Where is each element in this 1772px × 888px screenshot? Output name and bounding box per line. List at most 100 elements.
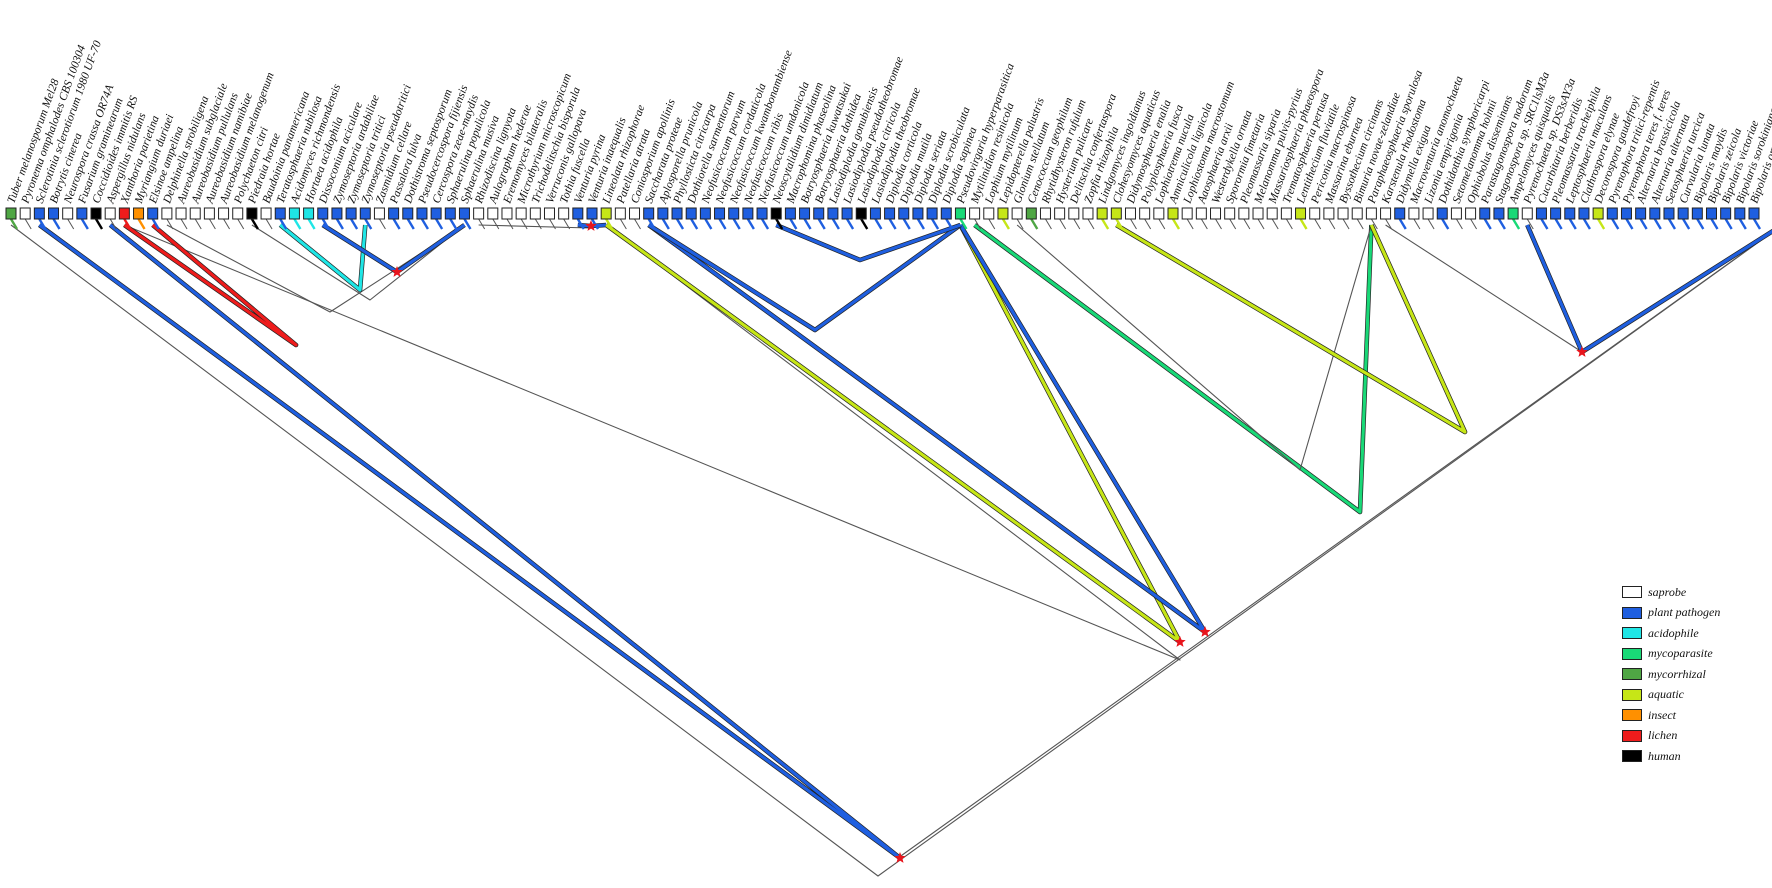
tip-branch (223, 218, 230, 230)
tip-branch (1215, 218, 1222, 230)
tip-branch (420, 218, 429, 230)
taxon-trait-box (1691, 207, 1703, 220)
legend-swatch (1622, 688, 1642, 701)
taxon-trait-box (33, 207, 45, 220)
tip-branch (860, 218, 869, 230)
node-star-marker (894, 852, 906, 863)
taxon-trait-box (260, 207, 272, 220)
taxon-trait-box (1025, 207, 1037, 220)
tip-branch (590, 218, 600, 230)
tip-branch (406, 218, 415, 230)
taxon-trait-box (1110, 207, 1122, 220)
tip-branch (321, 218, 330, 230)
taxon-trait-box (643, 207, 655, 220)
taxon-trait-box (1337, 207, 1349, 220)
taxon-trait-box (303, 207, 315, 220)
node-markers (391, 220, 1588, 863)
tip-branch (1328, 218, 1336, 230)
taxon-trait-box (1479, 207, 1491, 220)
taxon-trait-box (487, 207, 499, 220)
clade-branch (604, 223, 1183, 645)
tip-branch (1667, 218, 1677, 230)
clade-branch (973, 223, 1374, 515)
tip-branch (1001, 218, 1010, 230)
legend-label: insect (1648, 707, 1676, 722)
taxon-trait-box (1181, 207, 1193, 220)
taxon-trait-box (586, 207, 598, 220)
taxon-trait-box (515, 207, 527, 220)
tip-branch (931, 218, 940, 230)
tip-branch (1738, 218, 1747, 230)
tip-branch (647, 218, 656, 230)
legend-swatch (1622, 586, 1642, 599)
taxon-trait-box (90, 207, 102, 220)
tip-branch (1314, 218, 1322, 230)
legend-swatch (1622, 606, 1642, 619)
taxon-trait-box (203, 207, 215, 220)
tip-branch (151, 218, 160, 230)
taxon-trait-box (983, 207, 995, 220)
legend-label: aquatic (1648, 687, 1684, 702)
taxon-trait-box (671, 207, 683, 220)
clade-branch (278, 223, 368, 293)
tip-branch (1229, 218, 1237, 230)
taxon-trait-box (529, 207, 541, 220)
tip-branch (180, 218, 188, 230)
taxon-trait-box (1039, 207, 1051, 220)
taxon-trait-box (714, 207, 726, 220)
taxon-trait-box (827, 207, 839, 220)
legend-entry: aquatic (1622, 685, 1762, 706)
taxon-trait-box (600, 207, 612, 220)
tip-branch (1427, 218, 1435, 230)
tip-branch (1299, 218, 1308, 230)
tip-branch (1696, 218, 1705, 230)
tip-branch (1356, 218, 1364, 230)
tip-branch (38, 218, 47, 230)
tip-branch (902, 218, 911, 230)
legend-entry: insect (1622, 705, 1762, 726)
tip-branch (194, 218, 202, 230)
taxon-trait-box (728, 207, 740, 220)
legend-entry: human (1622, 746, 1762, 767)
taxon-trait-box (869, 207, 881, 220)
taxon-trait-box (1309, 207, 1321, 220)
taxon-trait-box (19, 207, 31, 220)
taxon-trait-box (1252, 207, 1264, 220)
tip-branch (9, 218, 19, 230)
taxon-trait-box (1096, 207, 1108, 220)
clade-branch (1525, 224, 1772, 355)
taxon-trait-box (1068, 207, 1080, 220)
node-star-marker (585, 220, 597, 231)
taxon-trait-box (104, 207, 116, 220)
node-star-marker (1576, 346, 1588, 357)
clade-branch (37, 223, 903, 861)
taxon-trait-box (558, 207, 570, 220)
tip-branch (576, 218, 585, 230)
taxon-trait-box (1195, 207, 1207, 220)
clade-branch (1385, 224, 1772, 353)
tip-branch (137, 218, 146, 230)
tip-branch (67, 218, 75, 230)
tip-branch (1087, 218, 1095, 230)
taxon-trait-box (317, 207, 329, 220)
tip-branch (520, 218, 528, 230)
legend-label: mycoparasite (1648, 646, 1713, 661)
taxon-trait-box (1139, 207, 1151, 220)
taxon-trait-box (1521, 207, 1533, 220)
taxon-trait-box (1124, 207, 1136, 220)
tip-branch (916, 218, 925, 230)
taxon-trait-box (1238, 207, 1250, 220)
clade-branch (647, 223, 962, 333)
tip-branch (52, 218, 61, 230)
legend-label: saprobe (1648, 584, 1687, 599)
tip-branch (690, 218, 699, 230)
taxon-trait-box (473, 207, 485, 220)
tip-branch (1653, 218, 1662, 230)
tip-branch (109, 218, 117, 230)
tip-branch (392, 218, 401, 230)
taxon-trait-box (657, 207, 669, 220)
tip-branch (1724, 218, 1733, 230)
taxon-trait-box (926, 207, 938, 220)
